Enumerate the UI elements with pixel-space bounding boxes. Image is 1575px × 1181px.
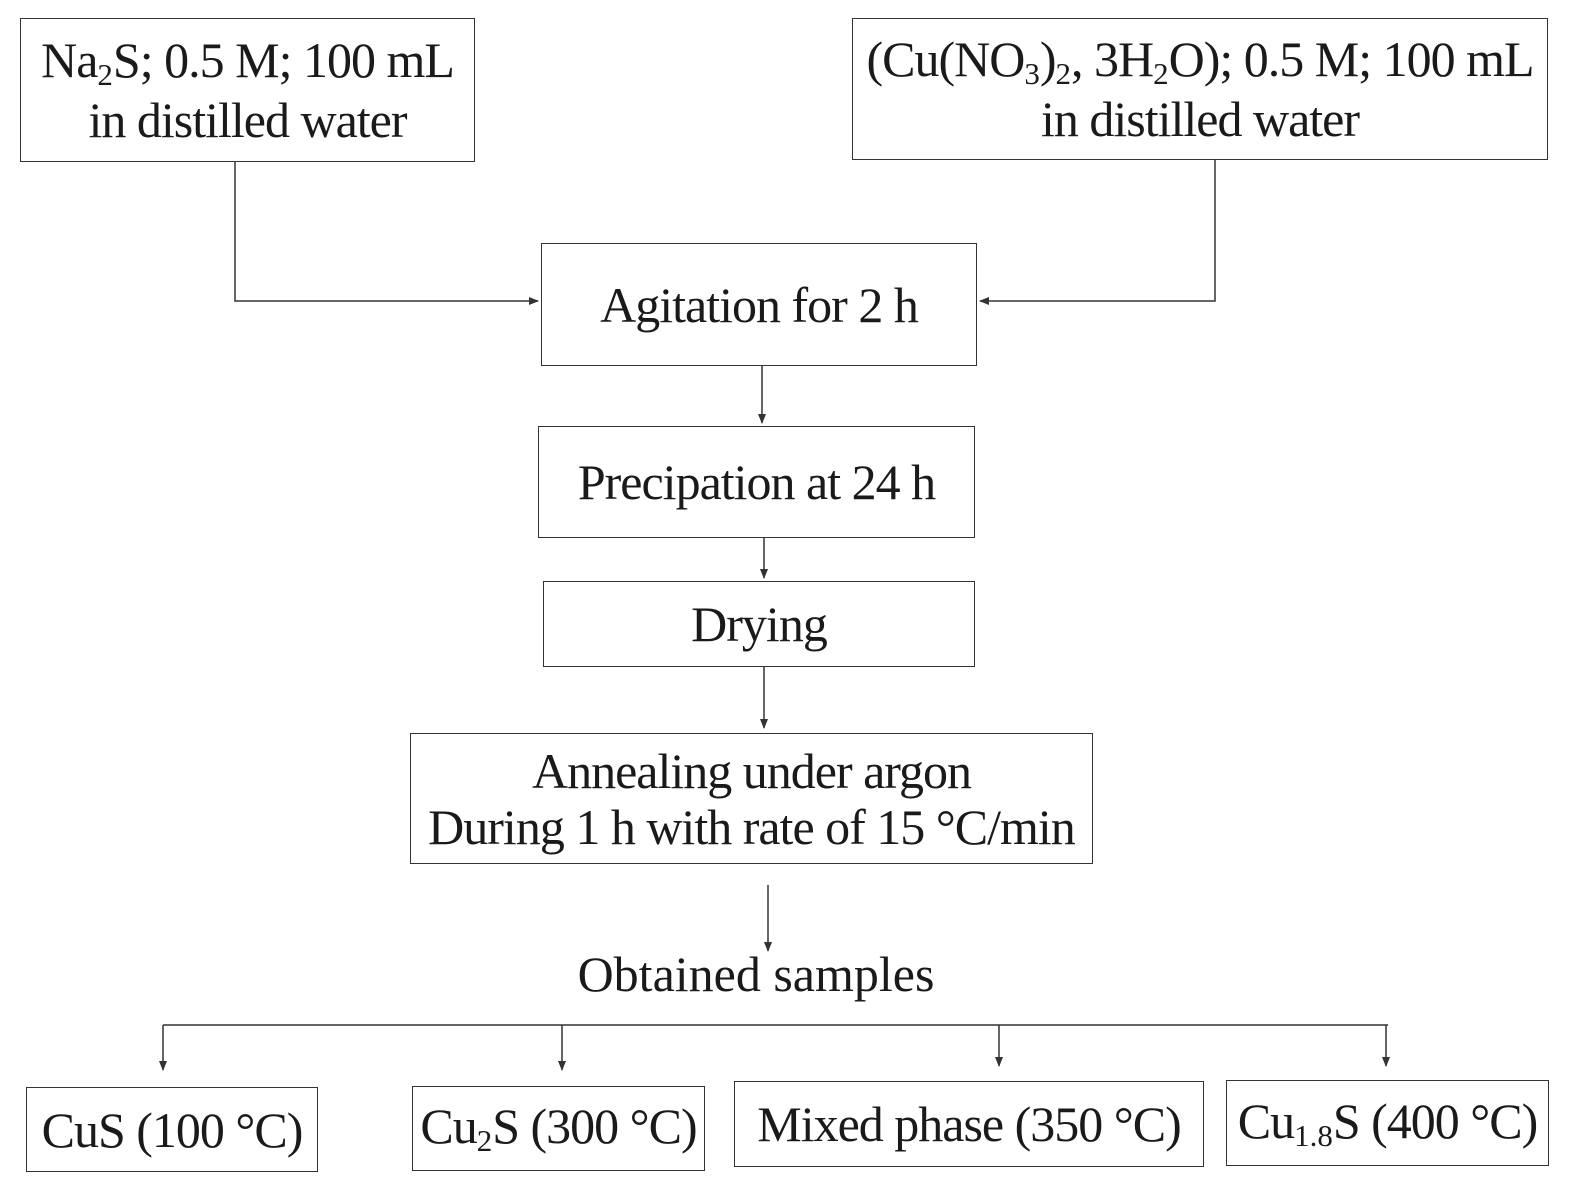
- agitation-step-box: Agitation for 2 h: [541, 243, 977, 366]
- sample-cus-box: CuS (100 °C): [26, 1087, 318, 1172]
- annealing-line-2: During 1 h with rate of 15 °C/min: [428, 798, 1076, 855]
- drying-step-box: Drying: [543, 581, 975, 667]
- cuno3-part-1: (Cu(NO: [866, 30, 1025, 87]
- drying-label: Drying: [691, 596, 828, 652]
- sample-cu2s-subscript: 2: [476, 1123, 493, 1159]
- na2s-subscript: 2: [97, 56, 113, 92]
- sample-cu2s-temp: S (300 °C): [492, 1098, 697, 1155]
- sample-cus-label: CuS (100 °C): [41, 1101, 304, 1158]
- sample-cu18s-element: Cu: [1237, 1092, 1295, 1149]
- cuno3-part-4: O); 0.5 M; 100 mL: [1168, 30, 1535, 87]
- na2s-solution-box: Na2S; 0.5 M; 100 mL in distilled water: [20, 18, 475, 162]
- sample-cu2s-element: Cu: [420, 1098, 477, 1155]
- sample-mixed-phase-box: Mixed phase (350 °C): [734, 1081, 1204, 1167]
- arrow-na2s-to-agitation: [234, 162, 539, 305]
- cuno3-sub-1: 3: [1024, 55, 1040, 91]
- sample-cu2s-box: Cu2S (300 °C): [412, 1086, 705, 1171]
- cuno3-sub-2: 2: [1055, 55, 1071, 91]
- na2s-line-2: in distilled water: [88, 92, 407, 149]
- cuno3-part-2: ): [1039, 30, 1057, 87]
- agitation-label: Agitation for 2 h: [600, 276, 919, 333]
- sample-cu18s-label: Cu1.8S (400 °C): [1237, 1092, 1539, 1153]
- sample-cu18s-box: Cu1.8S (400 °C): [1226, 1080, 1549, 1166]
- cuno3-part-3: , 3H: [1070, 30, 1154, 87]
- na2s-line-1: Na2S; 0.5 M; 100 mL: [41, 31, 455, 92]
- cuno3-line-1: (Cu(NO3)2, 3H2O); 0.5 M; 100 mL: [866, 30, 1535, 91]
- sample-cu18s-temp: S (400 °C): [1332, 1092, 1538, 1149]
- precipitation-label: Precipation at 24 h: [577, 454, 936, 510]
- cuno3-line-2: in distilled water: [1040, 91, 1360, 148]
- sample-cu2s-label: Cu2S (300 °C): [420, 1098, 697, 1159]
- annealing-step-box: Annealing under argon During 1 h with ra…: [410, 733, 1093, 864]
- na2s-formula-part: Na: [41, 31, 98, 88]
- annealing-line-1: Annealing under argon: [531, 742, 972, 799]
- copper-nitrate-solution-box: (Cu(NO3)2, 3H2O); 0.5 M; 100 mL in disti…: [852, 18, 1548, 160]
- sample-cu18s-subscript: 1.8: [1294, 1117, 1333, 1153]
- arrow-cuno3-to-agitation: [979, 160, 1216, 305]
- precipitation-step-box: Precipation at 24 h: [538, 426, 975, 538]
- cuno3-sub-3: 2: [1153, 55, 1169, 91]
- sample-mixed-phase-label: Mixed phase (350 °C): [757, 1096, 1182, 1152]
- na2s-concentration: S; 0.5 M; 100 mL: [112, 31, 455, 88]
- obtained-samples-label: Obtained samples: [577, 946, 935, 1002]
